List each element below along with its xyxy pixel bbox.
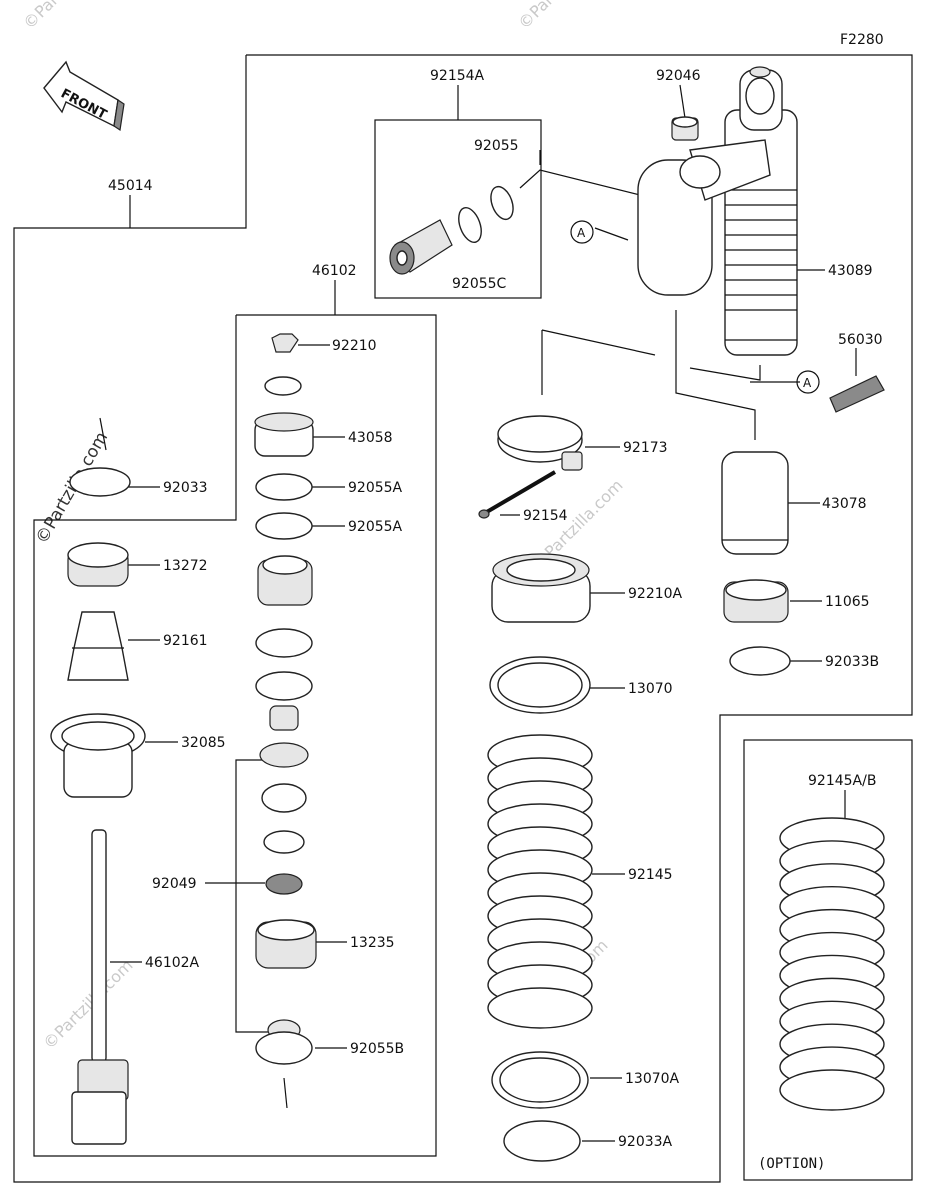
part-label: 43078	[822, 496, 867, 512]
o-ring-92055	[490, 185, 514, 221]
svg-text:A: A	[577, 226, 586, 240]
part-label: 92055B	[350, 1041, 404, 1057]
part-labels: 45014 92154A 92046 92055 92055C 43089 46…	[108, 68, 883, 1150]
circlip-92033	[69, 467, 131, 497]
bushing-43058	[254, 412, 314, 457]
spring-small	[269, 705, 299, 731]
part-label: 92049	[152, 876, 197, 892]
seal-92049	[265, 873, 303, 895]
part-label: 92161	[163, 633, 208, 649]
nut-92210	[271, 333, 299, 353]
spring-92145	[487, 734, 593, 1029]
part-label: 92055	[474, 138, 519, 154]
part-label: 32085	[181, 735, 226, 751]
sub-assembly-outline	[33, 314, 437, 1157]
spring-coil	[779, 1069, 885, 1111]
piston	[257, 555, 313, 606]
part-label: 45014	[108, 178, 153, 194]
bearing-92046	[671, 116, 699, 141]
part-label: 92154	[523, 508, 568, 524]
part-label: 43058	[348, 430, 393, 446]
washer-13070	[489, 656, 591, 714]
part-label: 13272	[163, 558, 208, 574]
washer	[263, 830, 305, 854]
part-label: 92033A	[618, 1134, 673, 1150]
part-label: 92210A	[628, 586, 683, 602]
part-label: 46102	[312, 263, 357, 279]
spring-coil	[487, 987, 593, 1029]
part-label: 13070A	[625, 1071, 680, 1087]
part-label: 92173	[623, 440, 668, 456]
shim	[255, 671, 313, 701]
bushing	[261, 783, 307, 813]
svg-text:A: A	[803, 376, 812, 390]
bump-stop-92161	[67, 611, 129, 681]
part-label: 92055C	[452, 276, 507, 292]
callout-a: A	[570, 220, 594, 244]
guide-13235	[255, 919, 317, 969]
valve-92154a	[389, 219, 453, 275]
option-label: (OPTION)	[758, 1156, 825, 1172]
part-label: 56030	[838, 332, 883, 348]
part-label: 92145	[628, 867, 673, 883]
diagram-code: F2280	[840, 32, 884, 48]
assembly-outline	[13, 54, 913, 1183]
o-ring-92055a	[255, 473, 313, 501]
rod-46102a	[71, 829, 129, 1145]
circlip-92033a	[503, 1120, 581, 1162]
shim	[255, 628, 313, 658]
part-label: 43089	[828, 263, 873, 279]
part-label: 92145A/B	[808, 773, 876, 789]
showa-decal-icon	[829, 375, 885, 413]
seal	[259, 742, 309, 768]
leader-lines	[99, 84, 857, 1142]
part-label: 92055A	[348, 480, 403, 496]
callout-a: A	[796, 370, 820, 394]
washer	[264, 376, 302, 396]
part-label: 92210	[332, 338, 377, 354]
washer-13070a	[491, 1051, 589, 1109]
watermark: ©Partzilla.com	[39, 956, 136, 1053]
part-label: 92046	[656, 68, 701, 84]
watermark: ©Partzilla.com	[514, 0, 611, 33]
part-11065	[723, 579, 789, 623]
clamp-92173	[497, 415, 583, 471]
cap-43078	[721, 451, 789, 555]
part-label: 13070	[628, 681, 673, 697]
part-label: 46102A	[145, 955, 200, 971]
part-label: 13235	[350, 935, 395, 951]
bolt-92154	[478, 470, 557, 519]
part-13272	[67, 542, 129, 587]
o-ring-92055b	[255, 1031, 313, 1065]
o-ring-92055c	[458, 207, 482, 243]
spring-92145ab	[779, 817, 885, 1111]
part-label: 92033	[163, 480, 208, 496]
o-ring-92055a	[255, 512, 313, 540]
part-label: 11065	[825, 594, 870, 610]
nut-92210a	[491, 553, 591, 623]
front-arrow-icon: FRONT	[43, 60, 125, 132]
option-outline	[743, 739, 913, 1181]
part-label: 92055A	[348, 519, 403, 535]
part-label: 92154A	[430, 68, 485, 84]
part-label: 92033B	[825, 654, 879, 670]
cup-32085	[50, 713, 146, 798]
circlip-92033b	[729, 646, 791, 676]
watermark: ©Partzilla.com	[19, 0, 116, 33]
shock-body-43089	[637, 66, 798, 356]
